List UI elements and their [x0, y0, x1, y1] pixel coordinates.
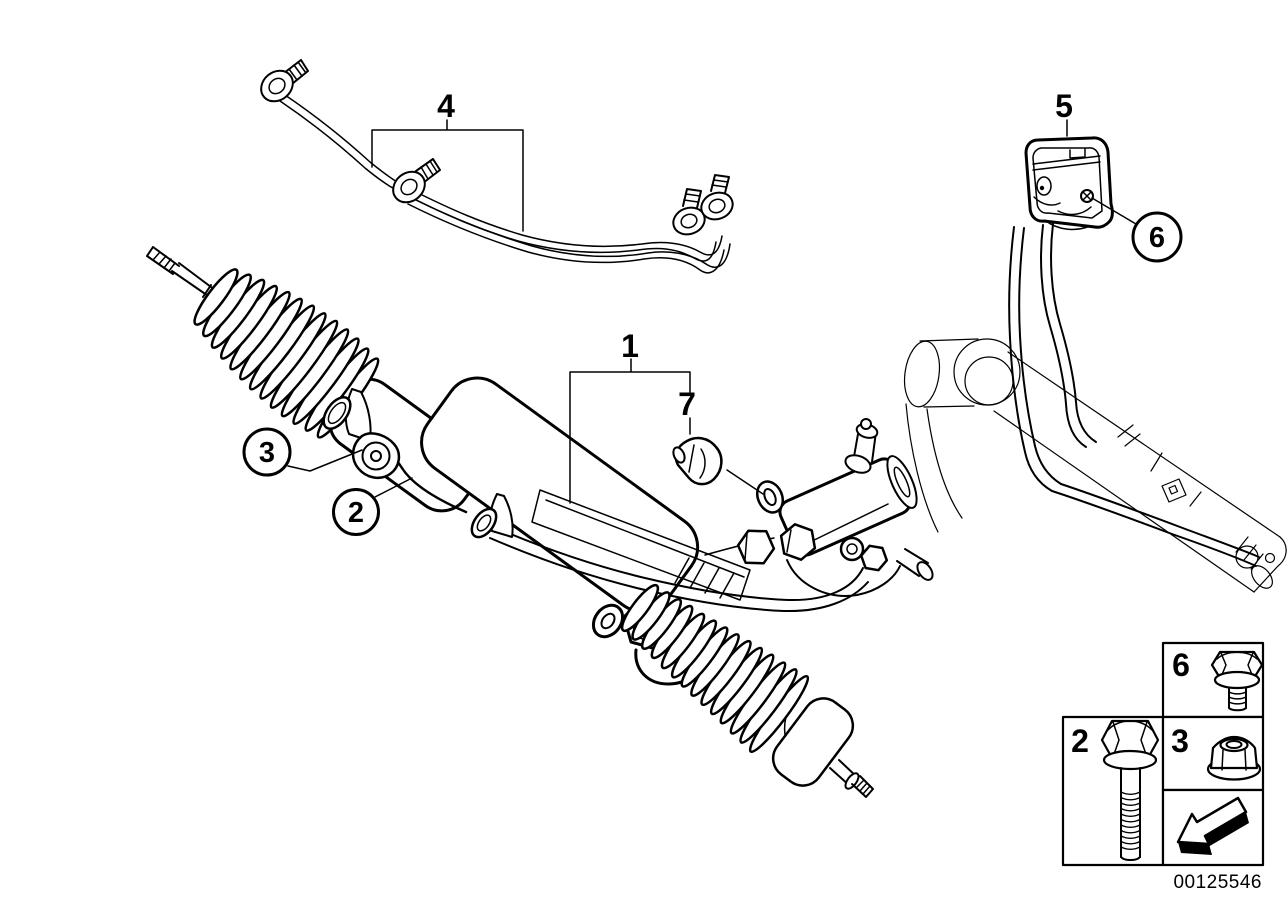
banjo-bolt-left: [260, 59, 309, 103]
callout-6-leader: [1091, 197, 1137, 225]
pipe-clamp: [672, 436, 723, 486]
fastener-cell-3[interactable]: 3: [1161, 715, 1265, 792]
direction-arrow-icon: [1176, 796, 1249, 855]
right-tie-rod: [829, 759, 874, 798]
callout-2-leader: [374, 477, 413, 498]
left-mount-bracket: [322, 388, 401, 480]
callout-1-label[interactable]: 1: [621, 328, 639, 364]
heat-shield: [1024, 136, 1114, 231]
flange-bolt-short-icon: [1210, 650, 1264, 712]
callout-2-circle[interactable]: [332, 488, 380, 536]
callout-6-label[interactable]: 6: [1149, 222, 1165, 254]
callout-2[interactable]: 2: [332, 488, 380, 536]
part-number: 00125546: [1173, 872, 1262, 893]
fastener-cell-2[interactable]: 2: [1061, 715, 1165, 867]
callout-4[interactable]: 4: [437, 88, 455, 124]
fastener-cell-2-label: 2: [1071, 723, 1089, 759]
callout-6-circle[interactable]: [1131, 211, 1183, 263]
callout-3-circle[interactable]: [242, 427, 292, 477]
right-mount-collar: [470, 493, 514, 539]
callout-7[interactable]: 7: [678, 386, 696, 422]
rack-housing-cylinder: [420, 376, 700, 613]
callout-6[interactable]: 6: [1131, 211, 1183, 263]
valve-port-ring: [756, 480, 784, 514]
callout-3[interactable]: 3: [242, 427, 292, 477]
left-bellows-boot: [193, 268, 380, 439]
fastener-cell-3-label: 3: [1171, 723, 1189, 759]
fastener-cell-6-label: 6: [1172, 647, 1190, 683]
mount-washer: [361, 441, 391, 471]
right-bellows-boot: [620, 583, 855, 787]
callout-3-label[interactable]: 3: [259, 437, 275, 469]
callout-lines: [287, 119, 1137, 504]
callout-7-label[interactable]: 7: [678, 386, 696, 422]
banjo-bolt-middle: [392, 158, 441, 204]
flange-bolt-long-icon: [1100, 719, 1160, 861]
fastener-cell-6[interactable]: 6: [1161, 641, 1265, 719]
shield-pipes: [1008, 223, 1260, 567]
ghost-steering-gear: [903, 338, 1287, 593]
fastener-cell-arrow[interactable]: [1161, 788, 1265, 867]
callout-5[interactable]: 5: [1055, 88, 1073, 124]
steering-gear-assembly: [146, 246, 934, 798]
callout-5-label[interactable]: 5: [1055, 88, 1073, 124]
callout-1[interactable]: 1: [621, 328, 639, 364]
pressure-pipe-assembly: [260, 59, 734, 274]
callout-2-label[interactable]: 2: [348, 497, 364, 529]
callout-4-label[interactable]: 4: [437, 88, 455, 124]
fastener-table: 6 2 3: [1061, 641, 1265, 867]
heat-shield-assembly: [903, 136, 1287, 593]
valve-body: [736, 418, 934, 597]
flange-lock-nut-icon: [1206, 735, 1262, 781]
banjo-bolt-right-pair: [672, 174, 734, 236]
callout-3-leader: [287, 449, 363, 472]
housing-slot-window: [531, 489, 751, 601]
